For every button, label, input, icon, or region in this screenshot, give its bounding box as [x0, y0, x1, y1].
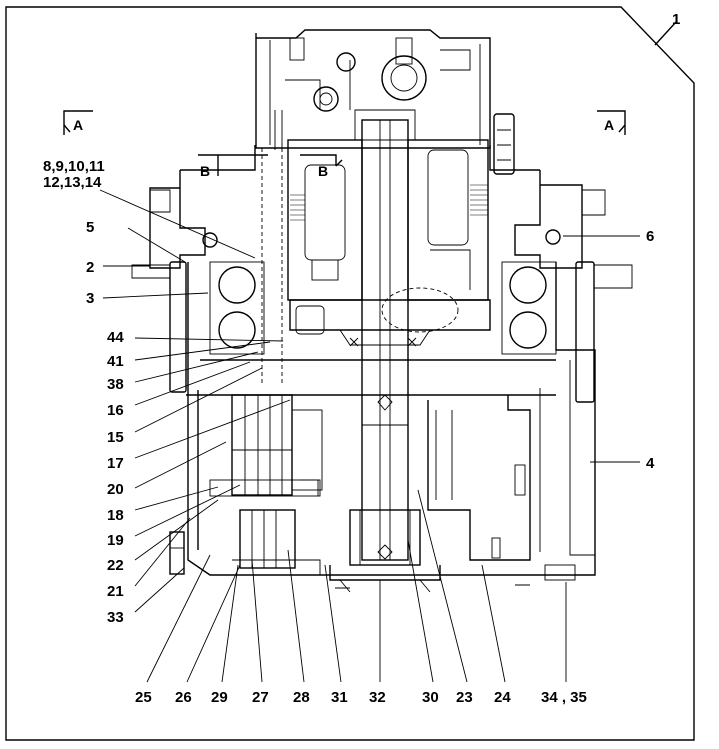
- callout-18: 18: [107, 507, 124, 524]
- callout-32: 32: [369, 689, 386, 706]
- callout-5: 5: [86, 219, 94, 236]
- callout-30: 30: [422, 689, 439, 706]
- callout-27: 27: [252, 689, 269, 706]
- callout-24: 24: [494, 689, 511, 706]
- callout-8-14-line2: 12,13,14: [43, 174, 102, 191]
- callout-2: 2: [86, 259, 94, 276]
- svg-text:B: B: [318, 163, 328, 179]
- figure-number-leader: [654, 21, 677, 46]
- callout-28: 28: [293, 689, 310, 706]
- callout-25: 25: [135, 689, 152, 706]
- callout-8-14-line1: 8,9,10,11: [43, 158, 105, 175]
- callout-labels: 8,9,10,11 12,13,14 5 2 3 44 41 38 16 15 …: [43, 158, 655, 706]
- section-mark-b-left: B: [198, 154, 268, 179]
- leader-lines: [99, 189, 640, 683]
- callout-22: 22: [107, 557, 124, 574]
- page-frame: [5, 6, 695, 741]
- callout-3: 3: [86, 290, 94, 307]
- callout-16: 16: [107, 402, 124, 419]
- section-mark-a-left: A: [63, 110, 93, 135]
- callout-4: 4: [646, 455, 655, 472]
- callout-29: 29: [211, 689, 228, 706]
- callout-26: 26: [175, 689, 192, 706]
- callout-23: 23: [456, 689, 473, 706]
- svg-text:A: A: [604, 117, 614, 133]
- callout-20: 20: [107, 481, 124, 498]
- svg-text:B: B: [200, 163, 210, 179]
- figure-number: 1: [672, 11, 680, 28]
- callout-19: 19: [107, 532, 124, 549]
- callout-15: 15: [107, 429, 124, 446]
- callout-34-35: 34 , 35: [541, 689, 587, 706]
- callout-21: 21: [107, 583, 124, 600]
- callout-6: 6: [646, 228, 654, 245]
- callout-31: 31: [331, 689, 348, 706]
- motor-assembly-drawing: [131, 29, 633, 593]
- callout-44: 44: [107, 329, 124, 346]
- svg-text:A: A: [73, 117, 83, 133]
- callout-33: 33: [107, 609, 124, 626]
- callout-38: 38: [107, 376, 124, 393]
- callout-17: 17: [107, 455, 124, 472]
- callout-41: 41: [107, 353, 124, 370]
- section-mark-a-right: A: [597, 110, 626, 135]
